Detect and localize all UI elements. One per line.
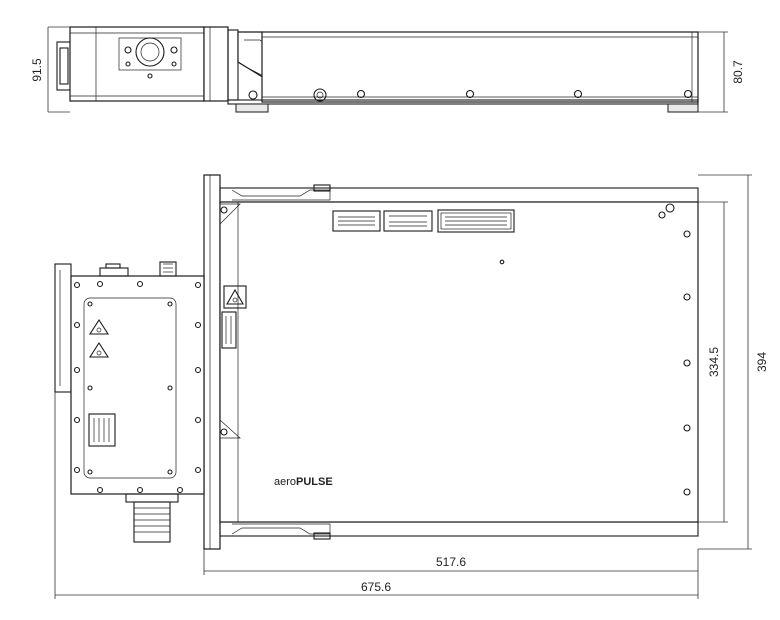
dim-top-total-height: 394 <box>755 352 769 372</box>
dim-top-total-width: 675.6 <box>361 580 391 594</box>
label-plate-1 <box>332 210 381 232</box>
laser-warning-icon <box>226 288 244 305</box>
dim-side-total-height: 91.5 <box>30 58 44 82</box>
aperture-icon <box>135 37 165 67</box>
laser-warning-icon-1 <box>88 318 110 335</box>
side-view: 91.5 80.7 <box>30 26 745 113</box>
svg-text:aeroPULSE: aeroPULSE <box>274 476 333 488</box>
brand-suffix: PULSE <box>296 476 333 488</box>
laser-warning-icon-2 <box>88 341 110 358</box>
dim-top-body-width: 517.6 <box>436 555 466 569</box>
dim-side-body-height: 80.7 <box>731 60 745 84</box>
dim-top-inner-height: 334.5 <box>707 347 721 377</box>
brand-prefix: aero <box>274 476 296 488</box>
label-plate-2 <box>383 210 433 232</box>
label-plate-3 <box>437 209 515 233</box>
top-view: aeroPULSE <box>54 174 769 599</box>
